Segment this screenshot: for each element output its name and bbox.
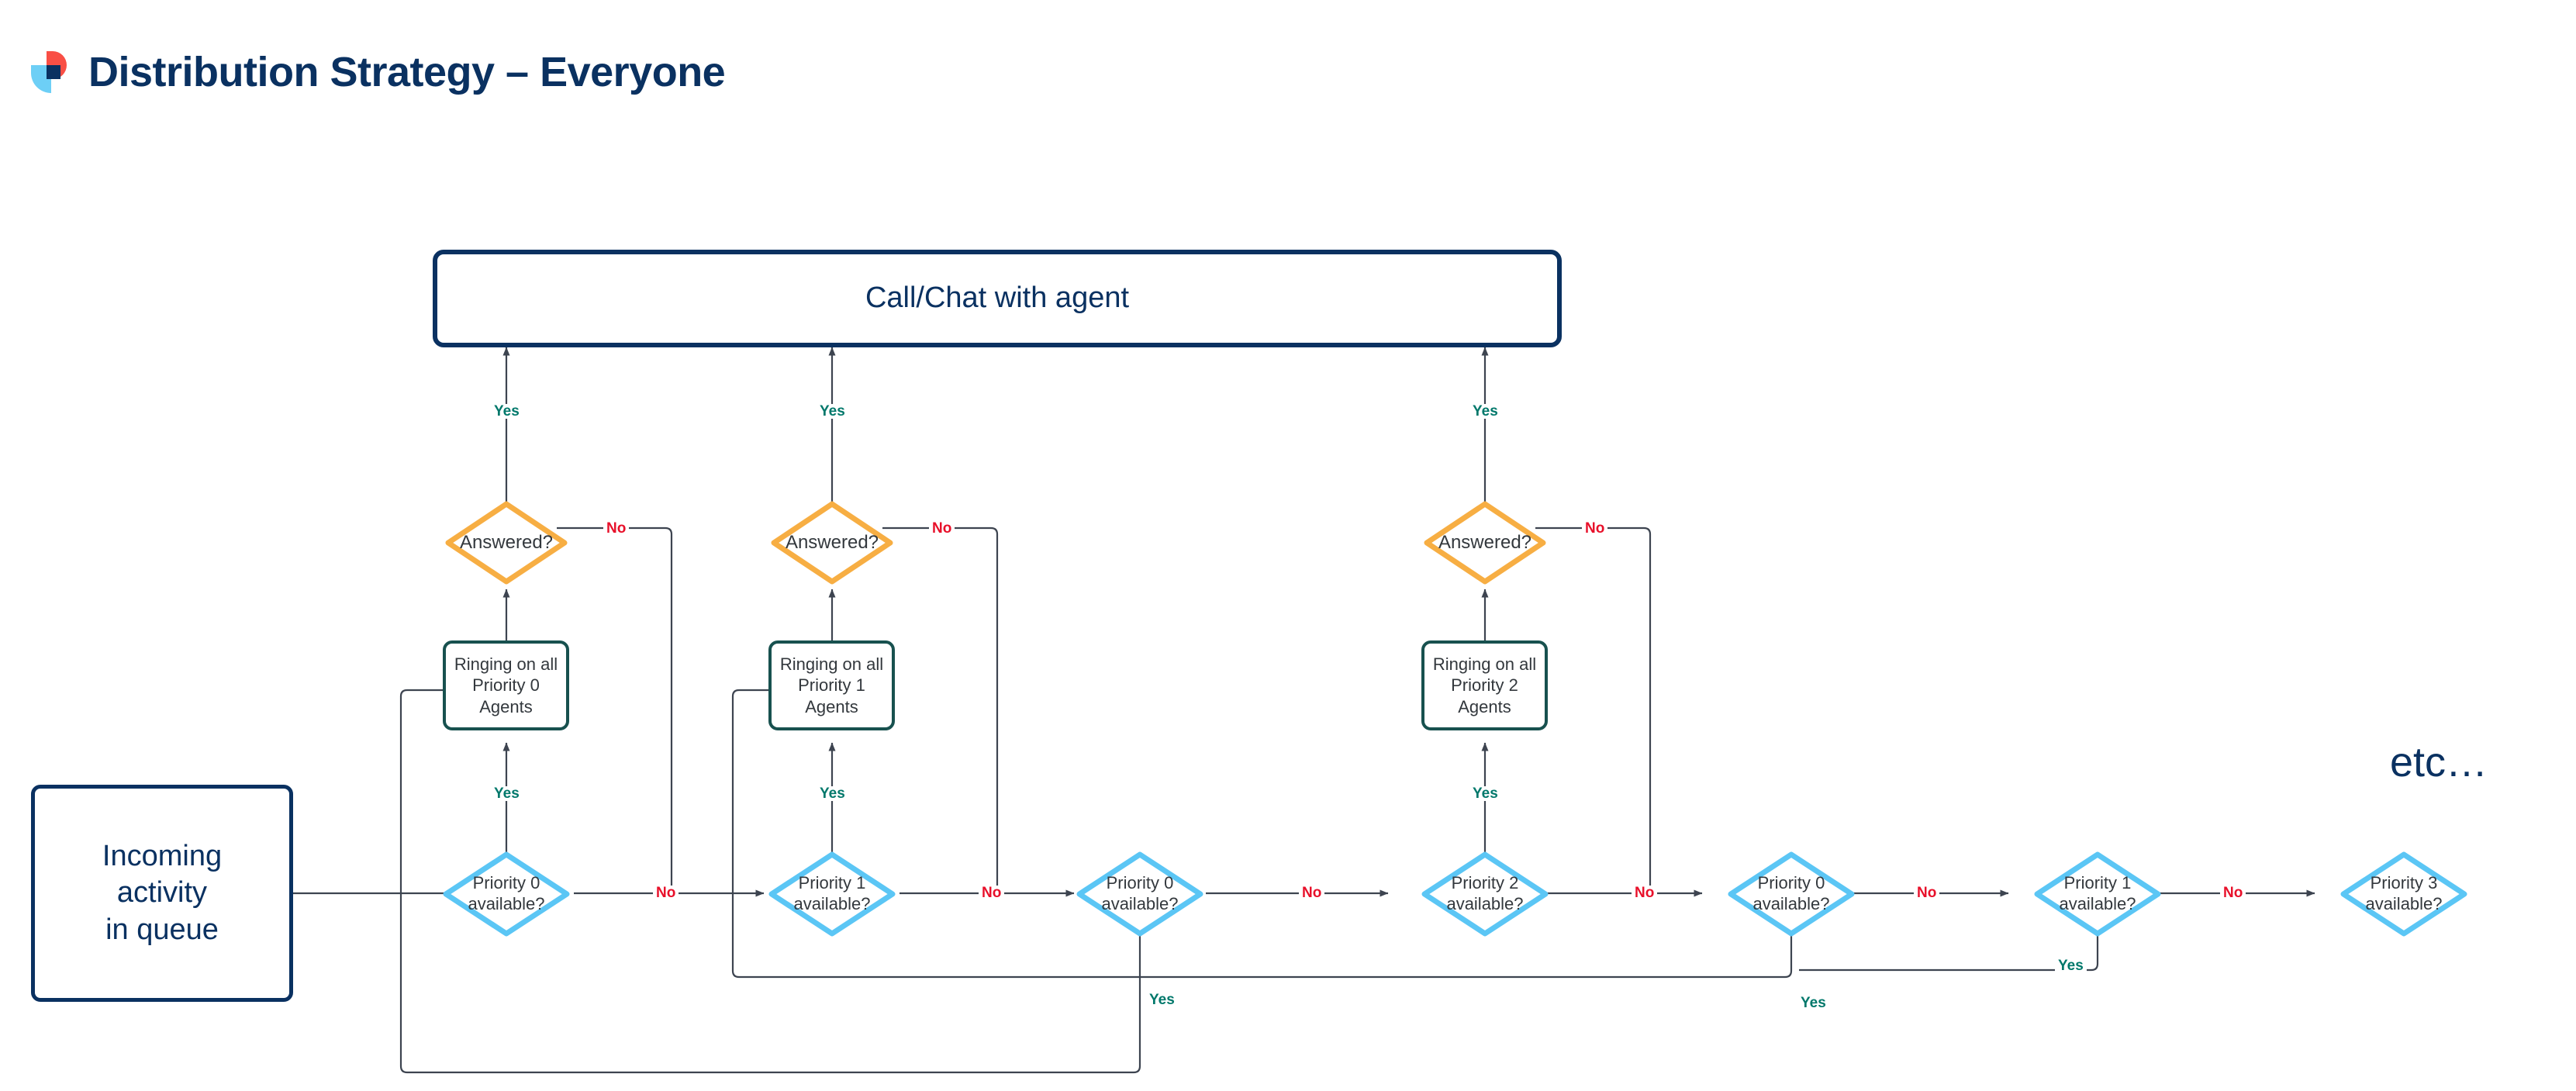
ringing0-line-2: Priority 0 bbox=[472, 675, 540, 696]
node-avail-priority-3[interactable]: Priority 3 available? bbox=[2340, 851, 2467, 937]
ringing1-line-1: Ringing on all bbox=[779, 654, 884, 674]
edge-label-no-answered-3: No bbox=[1582, 521, 1608, 536]
ringing2-line-3: Agents bbox=[1458, 696, 1511, 716]
node-avail-priority-0-a[interactable]: Priority 0 available? bbox=[443, 851, 570, 937]
avail-1-diamond-shape bbox=[443, 851, 570, 937]
node-ringing-priority-0[interactable]: Ringing on all Priority 0 Agents bbox=[443, 640, 569, 730]
node-avail-priority-0-c[interactable]: Priority 0 available? bbox=[1728, 851, 1855, 937]
node-answered-3[interactable]: Answered? bbox=[1423, 500, 1547, 585]
incoming-line-1: Incoming bbox=[102, 839, 223, 872]
node-avail-priority-1-b[interactable]: Priority 1 available? bbox=[2034, 851, 2161, 937]
call-chat-label: Call/Chat with agent bbox=[865, 281, 1130, 315]
edge-label-no-avail-1: No bbox=[653, 886, 679, 900]
node-avail-priority-1-a[interactable]: Priority 1 available? bbox=[768, 851, 896, 937]
edge-label-yes-ringing-2: Yes bbox=[1469, 786, 1501, 801]
edge-label-no-avail-3: No bbox=[1299, 886, 1325, 900]
avail-2-diamond-shape bbox=[768, 851, 896, 937]
edge-label-yes-ringing-1: Yes bbox=[817, 786, 848, 801]
ringing2-line-1: Ringing on all bbox=[1432, 654, 1537, 674]
node-answered-2[interactable]: Answered? bbox=[770, 500, 894, 585]
answered-1-diamond-shape bbox=[445, 501, 568, 585]
edge-label-no-avail-4: No bbox=[1632, 886, 1658, 900]
edge-label-no-avail-2: No bbox=[979, 886, 1005, 900]
node-avail-priority-0-b[interactable]: Priority 0 available? bbox=[1076, 851, 1203, 937]
node-avail-priority-2[interactable]: Priority 2 available? bbox=[1421, 851, 1549, 937]
edge-label-no-answered-1: No bbox=[603, 521, 630, 536]
edge-label-yes-loop-avail-3: Yes bbox=[1146, 993, 1178, 1007]
ringing1-line-3: Agents bbox=[805, 696, 858, 716]
edge-label-yes-callchat-3: Yes bbox=[1469, 404, 1501, 419]
avail-5-diamond-shape bbox=[1728, 851, 1855, 937]
node-incoming-activity[interactable]: Incoming activity in queue bbox=[31, 785, 293, 1002]
node-answered-1[interactable]: Answered? bbox=[444, 500, 568, 585]
edge-answered1-no bbox=[557, 527, 673, 893]
edge-label-no-avail-5: No bbox=[1914, 886, 1940, 900]
edge-answered3-no bbox=[1535, 527, 1652, 893]
page-header: Distribution Strategy – Everyone bbox=[31, 48, 726, 96]
ringing1-line-2: Priority 1 bbox=[798, 675, 865, 696]
avail-7-diamond-shape bbox=[2340, 851, 2467, 937]
page-title: Distribution Strategy – Everyone bbox=[88, 49, 726, 95]
edge-label-no-avail-6: No bbox=[2220, 886, 2246, 900]
ringing0-line-3: Agents bbox=[479, 696, 533, 716]
answered-3-diamond-shape bbox=[1424, 501, 1546, 585]
edge-label-yes-loop-avail-6: Yes bbox=[2055, 958, 2087, 973]
incoming-line-2: activity bbox=[116, 876, 208, 910]
edge-label-yes-callchat-2: Yes bbox=[817, 404, 848, 419]
edge-label-yes-ringing-0: Yes bbox=[491, 786, 523, 801]
edge-label-no-answered-2: No bbox=[929, 521, 955, 536]
avail-6-diamond-shape bbox=[2034, 851, 2161, 937]
edge-avail6-yes-loop bbox=[1799, 934, 2099, 972]
edge-label-yes-callchat-1: Yes bbox=[491, 404, 523, 419]
avail-3-diamond-shape bbox=[1076, 851, 1203, 937]
incoming-line-3: in queue bbox=[105, 913, 219, 946]
logo-icon bbox=[31, 51, 67, 93]
ringing2-line-2: Priority 2 bbox=[1451, 675, 1518, 696]
etc-label: etc… bbox=[2390, 739, 2488, 785]
node-ringing-priority-2[interactable]: Ringing on all Priority 2 Agents bbox=[1421, 640, 1548, 730]
node-ringing-priority-1[interactable]: Ringing on all Priority 1 Agents bbox=[768, 640, 895, 730]
edge-label-yes-loop-avail-5: Yes bbox=[1797, 996, 1829, 1010]
answered-2-diamond-shape bbox=[771, 501, 893, 585]
edge-answered2-no bbox=[882, 527, 999, 893]
logo-navy-square bbox=[47, 65, 60, 79]
ringing0-line-1: Ringing on all bbox=[454, 654, 558, 674]
node-call-chat-with-agent[interactable]: Call/Chat with agent bbox=[433, 250, 1562, 347]
avail-4-diamond-shape bbox=[1421, 851, 1549, 937]
